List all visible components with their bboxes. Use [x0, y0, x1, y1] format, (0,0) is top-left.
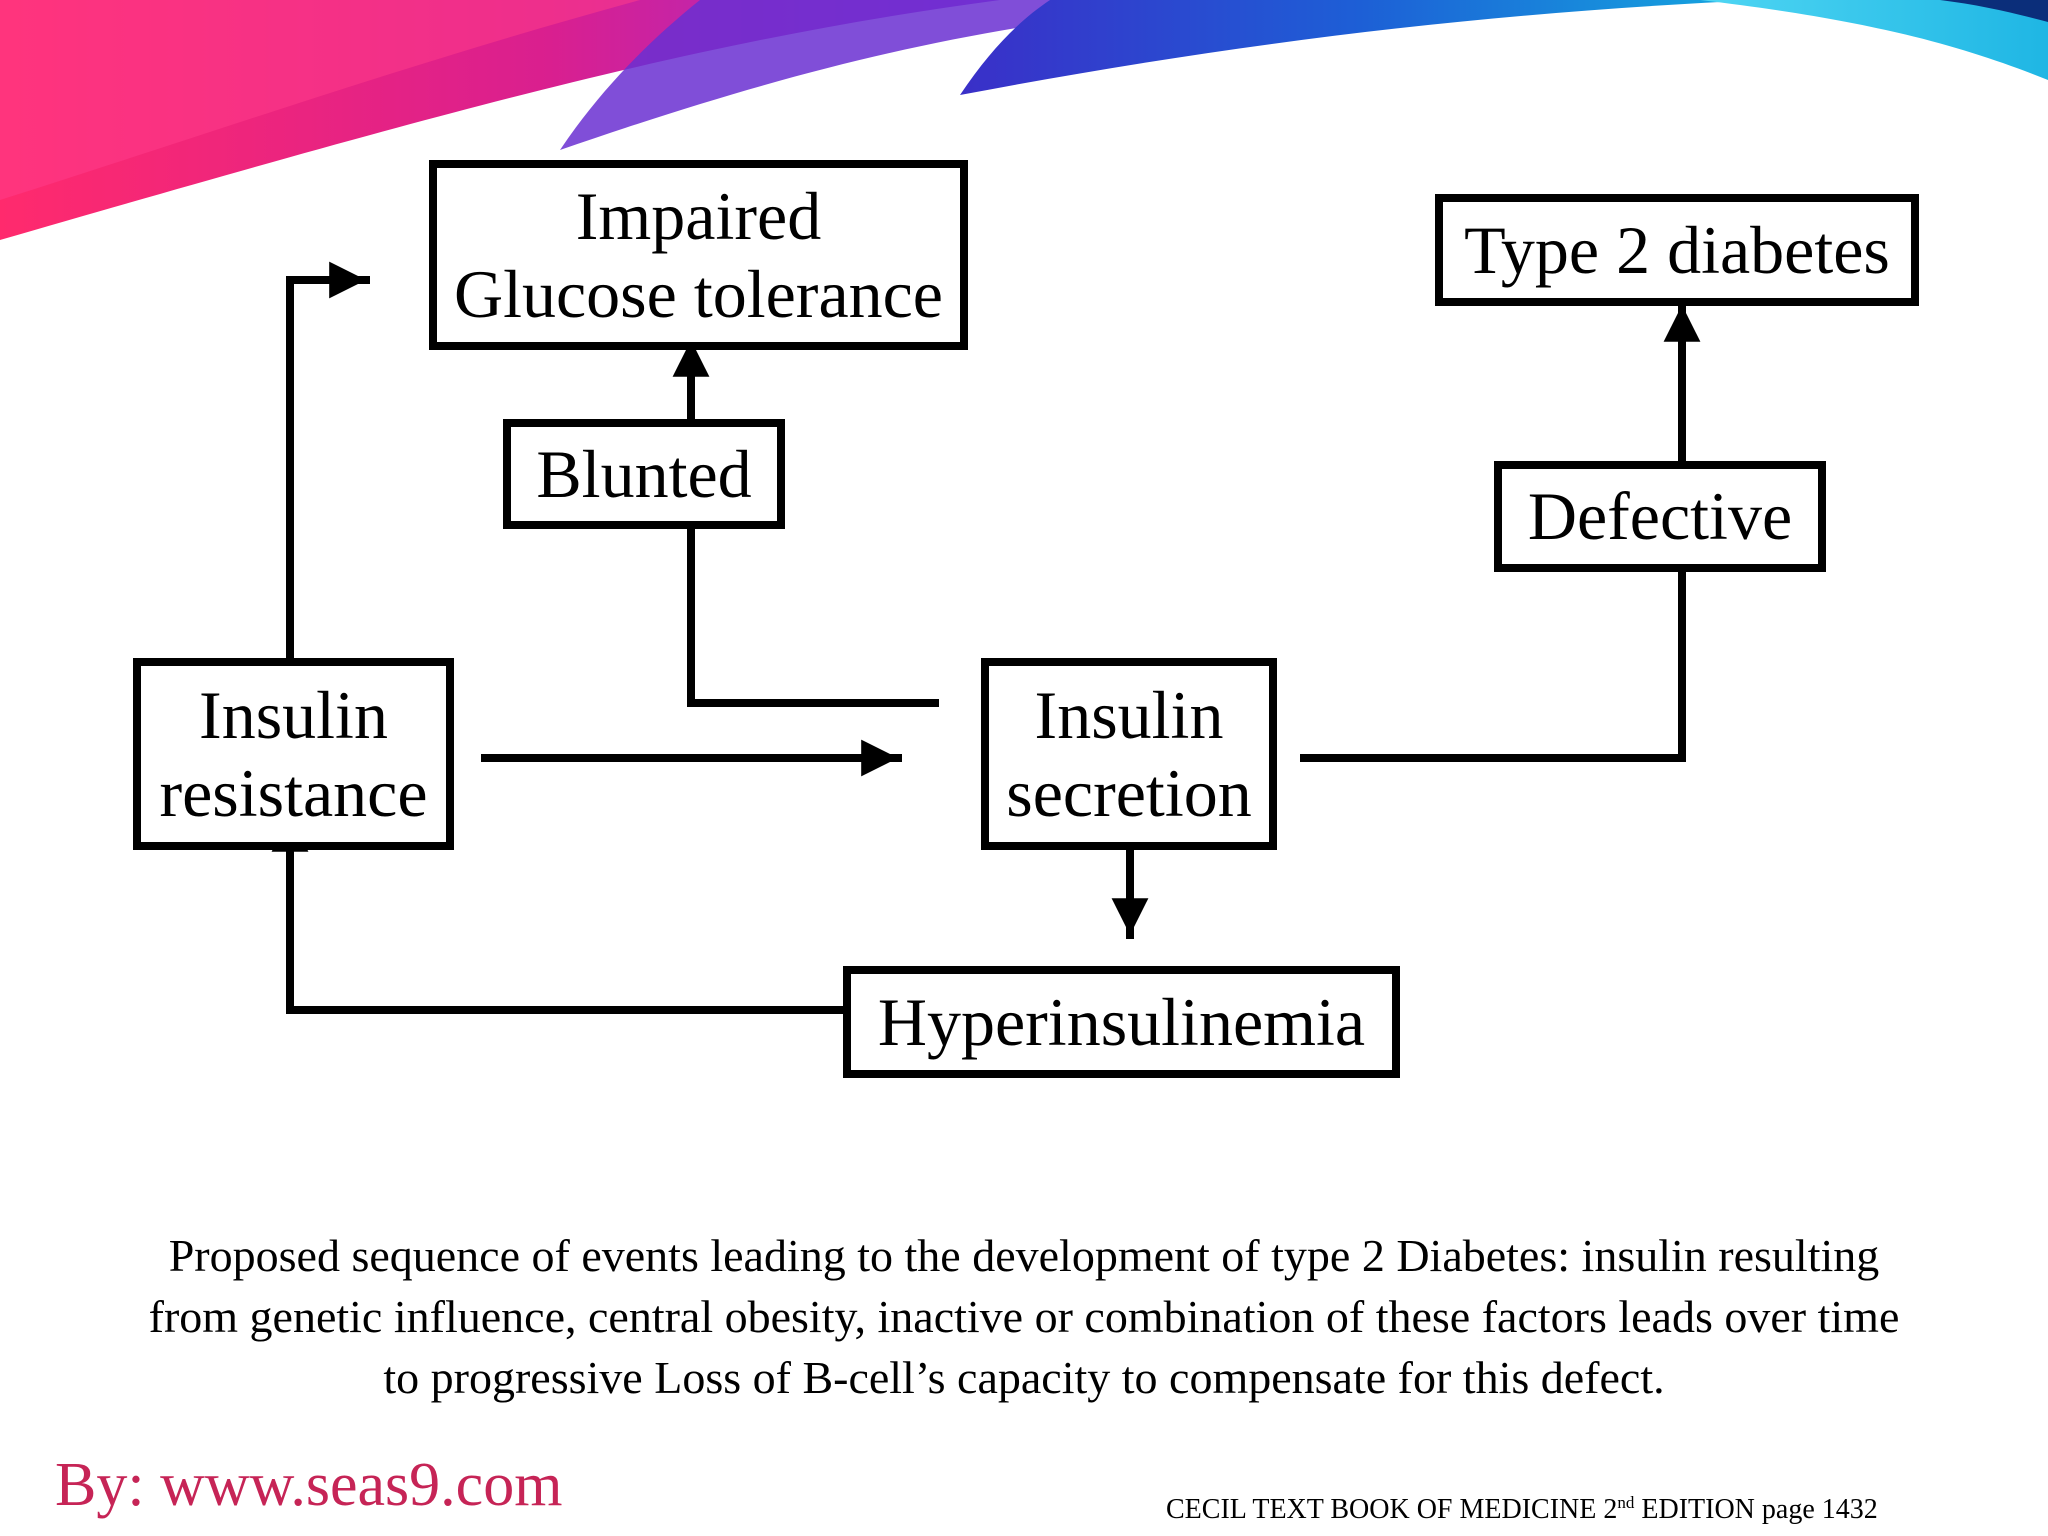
- header-ribbon-decoration: [0, 0, 2048, 240]
- box-insulin-secretion-line1: Insulin: [1034, 676, 1224, 753]
- citation-text-before: CECIL TEXT BOOK OF MEDICINE 2: [1166, 1494, 1618, 1525]
- ribbon-cyan: [1700, 0, 2048, 80]
- ribbon-purple: [560, 0, 1250, 150]
- box-type-2-diabetes: Type 2 diabetes: [1435, 194, 1919, 306]
- box-impaired-glucose-tolerance: Impaired Glucose tolerance: [429, 160, 968, 350]
- box-insulin-secretion: Insulin secretion: [981, 658, 1277, 850]
- citation-ordinal-suffix: nd: [1617, 1493, 1635, 1512]
- caption-line-2: from genetic influence, central obesity,…: [148, 1291, 1900, 1342]
- caption-line-1: Proposed sequence of events leading to t…: [168, 1230, 1880, 1281]
- box-blunted: Blunted: [503, 419, 785, 529]
- figure-caption: Proposed sequence of events leading to t…: [20, 1225, 2028, 1408]
- box-hyperinsulinemia-label: Hyperinsulinemia: [877, 983, 1366, 1060]
- box-insulin-resistance-line1: Insulin: [199, 676, 388, 753]
- box-impaired-glucose-tolerance-line2: Glucose tolerance: [454, 256, 943, 332]
- ribbon-navy: [1940, 0, 2048, 22]
- arrow-resistance-to-glucose-tolerance: [286, 261, 370, 669]
- box-insulin-resistance-line2: resistance: [159, 755, 428, 831]
- byline-website: By: www.seas9.com: [55, 1451, 563, 1519]
- caption-line-3: to progressive Loss of B-cell’s capacity…: [383, 1352, 1665, 1403]
- citation-text-after: EDITION page 1432: [1634, 1494, 1878, 1525]
- box-insulin-resistance: Insulin resistance: [133, 658, 454, 850]
- box-impaired-glucose-tolerance-line1: Impaired: [575, 177, 822, 254]
- box-blunted-label: Blunted: [536, 435, 752, 512]
- ribbon-blue: [960, 0, 1760, 95]
- box-type-2-diabetes-label: Type 2 diabetes: [1464, 211, 1890, 288]
- box-defective: Defective: [1494, 461, 1826, 572]
- ribbon-magenta-light: [0, 0, 640, 200]
- arrow-secretion-to-defective: [1300, 301, 1701, 762]
- arrow-hyperinsulinemia-to-resistance: [271, 811, 847, 1014]
- box-insulin-secretion-line2: secretion: [1006, 755, 1252, 831]
- box-defective-label: Defective: [1527, 478, 1793, 555]
- source-citation: CECIL TEXT BOOK OF MEDICINE 2nd EDITION …: [1166, 1493, 1878, 1526]
- line-secretion-to-blunted: [687, 522, 939, 707]
- box-hyperinsulinemia: Hyperinsulinemia: [843, 966, 1400, 1078]
